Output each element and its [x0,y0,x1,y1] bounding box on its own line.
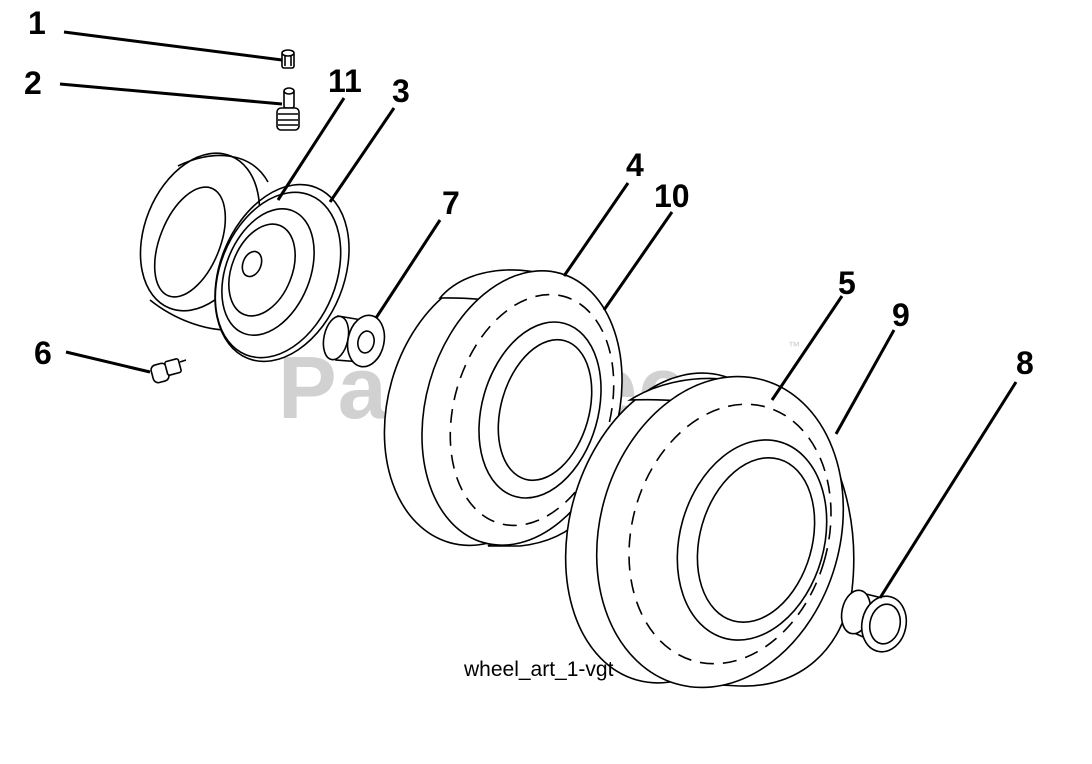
callout-9: 9 [892,297,910,333]
part-hub-cap [840,589,908,653]
leader-lines [59,30,1018,599]
callout-10: 10 [654,178,690,214]
callout-5: 5 [838,265,856,301]
part-grease-fitting [150,358,187,384]
part-tire-rear [564,372,855,689]
callout-2: 2 [24,65,42,101]
callout-8: 8 [1016,345,1034,381]
watermark-trademark: ™ [788,339,800,353]
callout-labels: 1 2 11 3 7 4 10 6 5 9 8 [24,5,1034,381]
part-valve-cap [281,49,295,69]
callout-4: 4 [626,147,644,183]
callout-1: 1 [28,5,46,41]
callout-7: 7 [442,185,460,221]
callout-6: 6 [34,335,52,371]
part-valve-stem [276,87,300,131]
part-bushing [322,314,386,368]
part-wheel-rim [139,152,350,363]
callout-3: 3 [392,73,410,109]
part-tire-front [383,269,623,547]
diagram-caption: wheel_art_1-vgt [463,658,614,681]
callout-11: 11 [328,63,362,99]
